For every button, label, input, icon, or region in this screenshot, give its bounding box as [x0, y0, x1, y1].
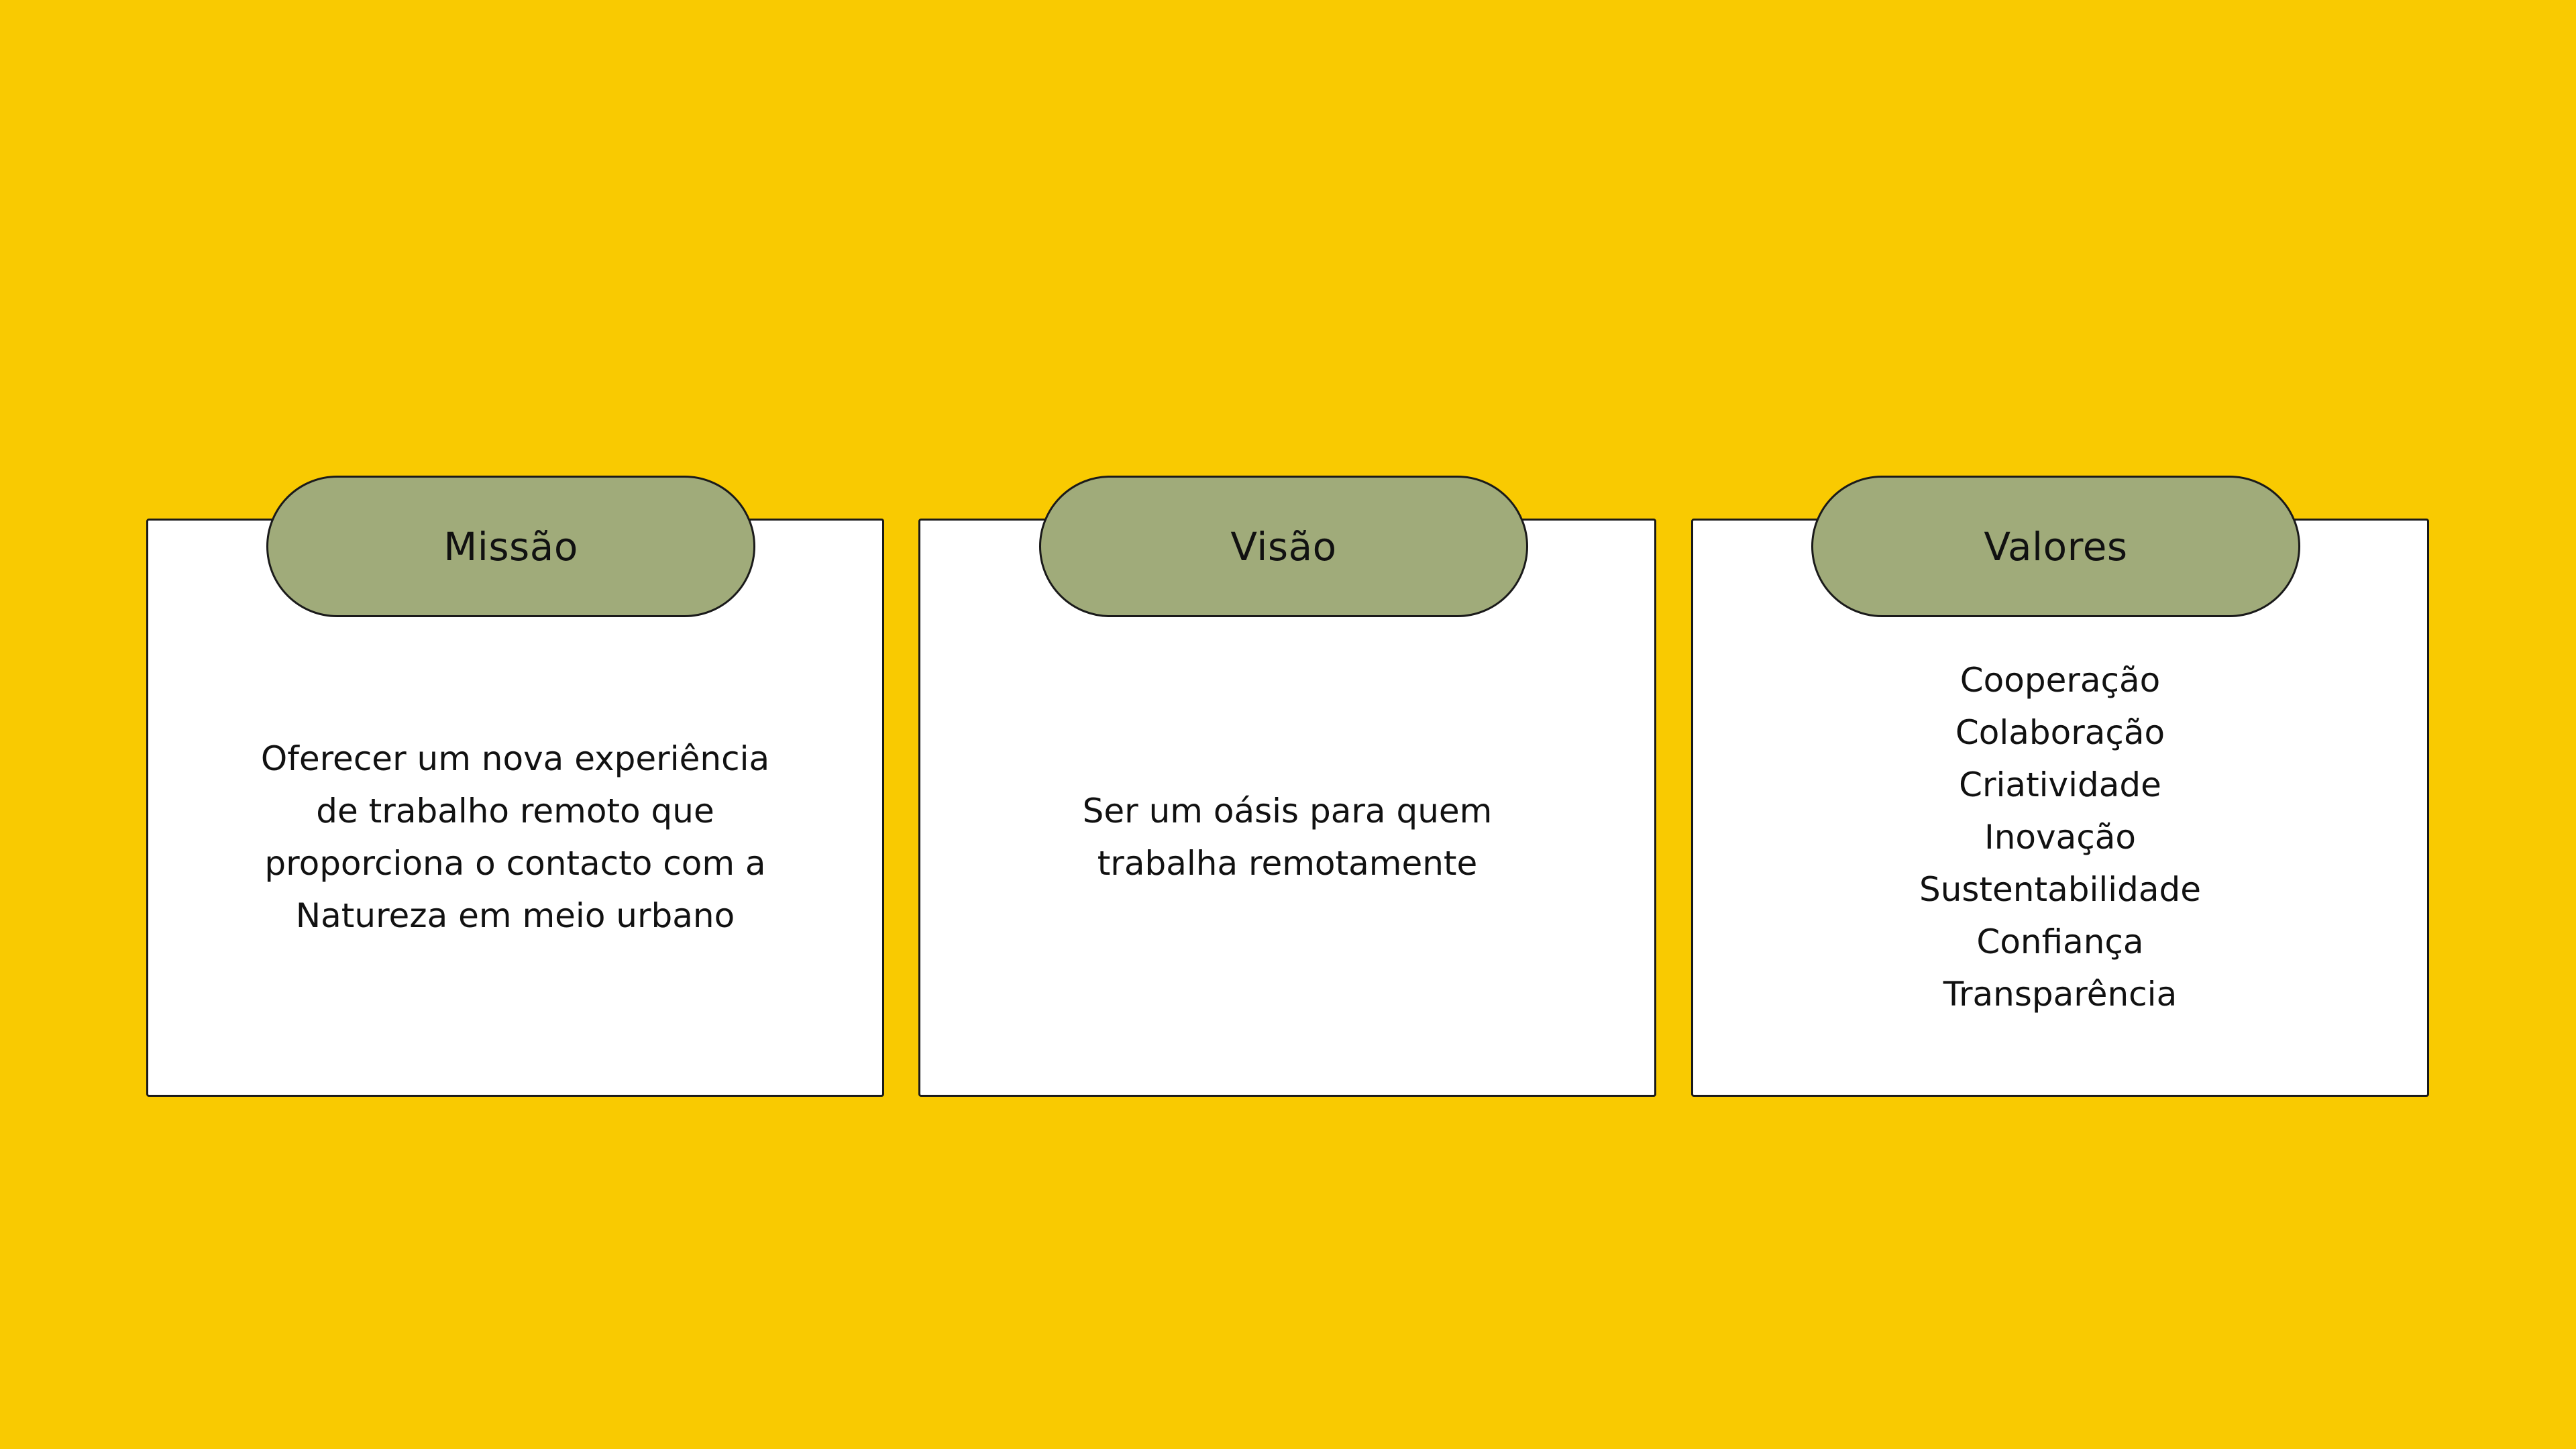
- values-list-item: Sustentabilidade: [1919, 869, 2202, 909]
- vision-title-pill: Visão: [1039, 476, 1528, 617]
- values-list-item: Confiança: [1976, 922, 2144, 961]
- values-title-pill: Valores: [1811, 476, 2300, 617]
- mission-text: Oferecer um nova experiência de trabalho…: [260, 739, 770, 935]
- vision-title: Visão: [1230, 523, 1337, 570]
- values-list-item: Criatividade: [1959, 765, 2161, 804]
- values-list: Cooperação Colaboração Criatividade Inov…: [1919, 654, 2201, 1020]
- values-card-body: Cooperação Colaboração Criatividade Inov…: [1693, 579, 2427, 1095]
- vision-text: Ser um oásis para quem trabalha remotame…: [1082, 791, 1493, 883]
- mission-title-pill: Missão: [266, 476, 755, 617]
- values-list-item: Cooperação: [1960, 660, 2161, 700]
- mission-title: Missão: [443, 523, 578, 570]
- values-title: Valores: [1984, 523, 2128, 570]
- mission-card-body: Oferecer um nova experiência de trabalho…: [148, 579, 882, 1095]
- values-list-item: Transparência: [1943, 974, 2178, 1014]
- vision-card-body: Ser um oásis para quem trabalha remotame…: [920, 579, 1654, 1095]
- values-list-item: Colaboração: [1955, 712, 2165, 752]
- values-list-item: Inovação: [1984, 817, 2136, 857]
